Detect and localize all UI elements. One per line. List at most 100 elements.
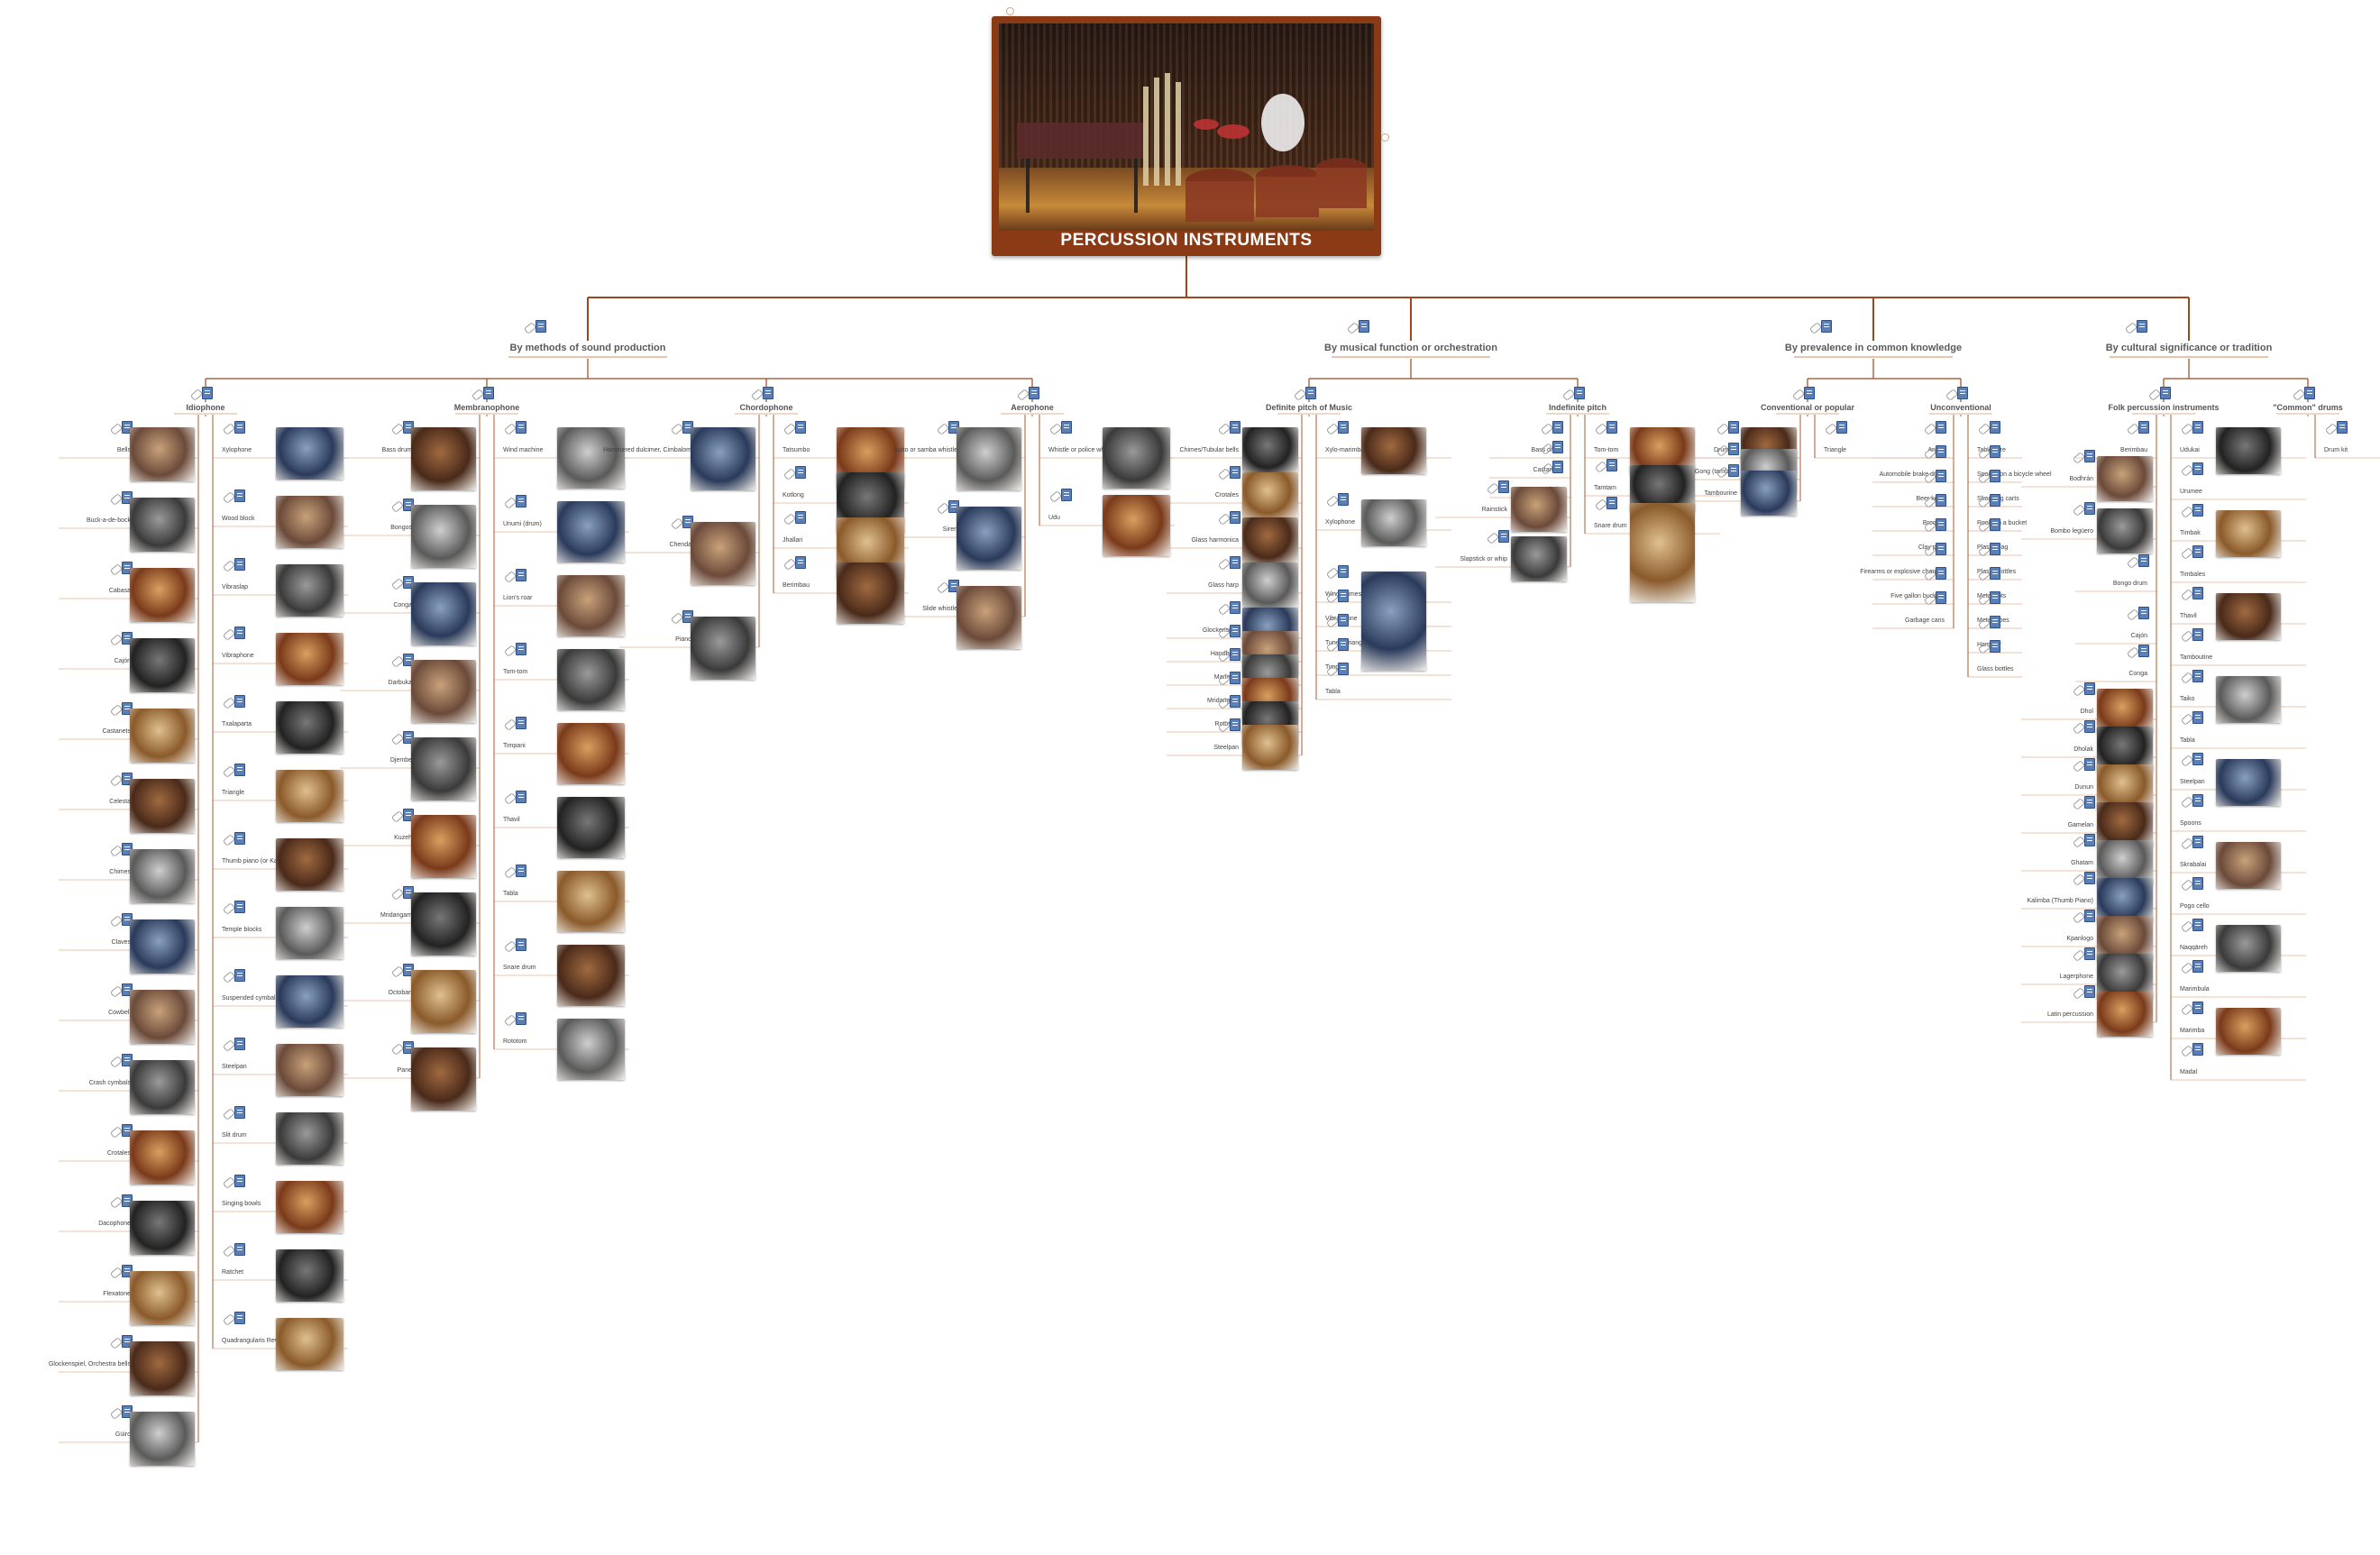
leaf-0-0-R-1[interactable]: Wood block [222, 516, 255, 522]
leaf-0-0-R-8[interactable]: Suspended cymbal [222, 995, 276, 1002]
leaf-0-0-R-2-note-icon[interactable] [234, 558, 245, 571]
leaf-1-1-L-0[interactable]: Bass drum [1531, 447, 1561, 453]
leaf-1-0-R-6-note-icon[interactable] [1338, 663, 1349, 675]
leaf-0-2-R-2-note-icon[interactable] [795, 511, 806, 524]
leaf-0-3-L-1[interactable]: Siren [942, 526, 957, 533]
leaf-1-1-L-3[interactable]: Rainstick [1481, 507, 1507, 513]
leaf-3-0-L-9-note-icon[interactable] [2084, 796, 2095, 809]
category-1-note-icon[interactable] [1359, 320, 1369, 333]
leaf-2-0-L-1-note-icon[interactable] [1728, 443, 1739, 455]
leaf-3-0-R-9-note-icon[interactable] [2192, 794, 2203, 807]
root-node[interactable]: PERCUSSION INSTRUMENTS [992, 16, 1381, 256]
leaf-3-0-L-4-note-icon[interactable] [2138, 607, 2149, 619]
leaf-2-1-R-6-note-icon[interactable] [1990, 567, 2000, 580]
leaf-1-0-L-5-note-icon[interactable] [1230, 625, 1240, 637]
leaf-2-1-L-4-note-icon[interactable] [1936, 518, 1946, 531]
leaf-2-1-L-2[interactable]: Beer kegs [1916, 496, 1945, 502]
subcategory-1-0[interactable]: Definite pitch of Music [1265, 403, 1353, 412]
leaf-2-1-L-5[interactable]: Firearms or explosive charges [1860, 569, 1945, 575]
subcategory-1-1-note-icon[interactable] [1574, 387, 1585, 399]
leaf-2-1-L-5-note-icon[interactable] [1936, 543, 1946, 555]
leaf-2-1-L-7-note-icon[interactable] [1936, 591, 1946, 604]
leaf-0-1-L-7[interactable]: Octoban [388, 990, 412, 996]
leaf-0-0-L-7[interactable]: Claves [111, 939, 131, 946]
leaf-0-0-R-6-note-icon[interactable] [234, 832, 245, 845]
leaf-0-0-R-11-note-icon[interactable] [234, 1175, 245, 1187]
leaf-1-0-L-1[interactable]: Crotales [1214, 492, 1239, 499]
leaf-0-1-L-6[interactable]: Mridangam [380, 912, 412, 919]
leaf-3-0-L-12[interactable]: Kpanlogo [2066, 936, 2093, 942]
category-label-0[interactable]: By methods of sound production [509, 343, 666, 353]
leaf-3-0-R-5-note-icon[interactable] [2192, 628, 2203, 641]
leaf-3-0-L-10[interactable]: Ghatam [2071, 860, 2093, 866]
leaf-3-0-L-6-note-icon[interactable] [2084, 682, 2095, 695]
leaf-0-2-R-1[interactable]: Kotlong [783, 492, 804, 499]
leaf-1-0-L-7-note-icon[interactable] [1230, 672, 1240, 684]
leaf-1-1-L-0-note-icon[interactable] [1552, 421, 1563, 434]
leaf-0-2-R-3[interactable]: Berimbau [783, 582, 810, 589]
leaf-1-1-L-2-note-icon[interactable] [1552, 461, 1563, 473]
leaf-2-1-L-4[interactable]: Clay pots [1918, 544, 1945, 551]
leaf-0-1-R-3[interactable]: Tom-tom [503, 669, 528, 675]
leaf-1-0-L-9[interactable]: Steelpan [1213, 745, 1239, 751]
leaf-0-0-L-1[interactable]: Buck-a-de-bock [86, 517, 131, 524]
category-0-note-icon[interactable] [536, 320, 546, 333]
leaf-2-1-R-7-note-icon[interactable] [1990, 591, 2000, 604]
leaf-0-1-R-5[interactable]: Thavil [503, 817, 520, 823]
subcategory-3-1[interactable]: "Common" drums [2273, 403, 2343, 412]
leaf-0-1-R-4-note-icon[interactable] [516, 717, 526, 729]
category-2-note-icon[interactable] [1821, 320, 1832, 333]
leaf-1-1-R-0-note-icon[interactable] [1606, 421, 1617, 434]
leaf-1-0-R-4-note-icon[interactable] [1338, 614, 1349, 627]
leaf-1-0-L-3[interactable]: Glass harp [1208, 582, 1239, 589]
leaf-1-0-L-4-note-icon[interactable] [1230, 601, 1240, 614]
leaf-3-0-L-14-note-icon[interactable] [2084, 985, 2095, 998]
leaf-0-0-R-12[interactable]: Ratchet [222, 1269, 244, 1276]
leaf-0-0-R-4[interactable]: Txalaparta [222, 721, 252, 727]
leaf-0-2-L-1[interactable]: Chenda [669, 542, 691, 548]
leaf-3-0-L-4[interactable]: Cajón [2130, 633, 2147, 639]
leaf-3-0-R-4-note-icon[interactable] [2192, 587, 2203, 599]
leaf-3-0-L-8-note-icon[interactable] [2084, 758, 2095, 771]
subcategory-0-1[interactable]: Membranophone [453, 403, 520, 412]
leaf-3-0-L-0-note-icon[interactable] [2138, 421, 2149, 434]
leaf-2-0-L-1[interactable]: Gong (tamtam) [1694, 469, 1737, 475]
leaf-3-0-L-1[interactable]: Bodhrán [2069, 476, 2093, 482]
leaf-1-0-L-4[interactable]: Glockenspiel [1202, 627, 1239, 634]
leaf-2-0-L-0[interactable]: Drum kit [1713, 447, 1737, 453]
leaf-0-0-L-13[interactable]: Glockenspiel, Orchestra bells [48, 1361, 131, 1367]
leaf-0-0-L-8[interactable]: Cowbell [108, 1010, 131, 1016]
leaf-0-0-L-9[interactable]: Crash cymbals [88, 1080, 131, 1086]
leaf-1-1-L-3-note-icon[interactable] [1498, 480, 1509, 493]
leaf-2-1-R-4-note-icon[interactable] [1990, 518, 2000, 531]
leaf-0-0-L-10[interactable]: Crotales [106, 1150, 131, 1157]
leaf-0-1-R-1[interactable]: Unumi (drum) [503, 521, 542, 527]
leaf-2-0-L-2[interactable]: Tambourine [1704, 490, 1737, 497]
leaf-0-0-R-3[interactable]: Vibraphone [222, 653, 254, 659]
leaf-0-1-R-1-note-icon[interactable] [516, 495, 526, 508]
leaf-3-0-R-3-note-icon[interactable] [2192, 545, 2203, 558]
leaf-3-0-R-15-note-icon[interactable] [2192, 1043, 2203, 1056]
leaf-1-0-L-3-note-icon[interactable] [1230, 556, 1240, 569]
subcategory-0-2[interactable]: Chordophone [739, 403, 793, 412]
leaf-3-0-R-3[interactable]: Timbales [2180, 572, 2206, 578]
leaf-3-0-R-10[interactable]: Skrabalai [2180, 862, 2207, 868]
leaf-0-0-R-10[interactable]: Slit drum [222, 1132, 247, 1139]
leaf-2-1-R-9[interactable]: Glass bottles [1977, 666, 2014, 672]
leaf-2-1-R-2-note-icon[interactable] [1990, 470, 2000, 482]
leaf-3-0-L-3-note-icon[interactable] [2138, 554, 2149, 567]
leaf-1-0-L-2[interactable]: Glass harmonica [1191, 537, 1239, 544]
leaf-3-0-L-2-note-icon[interactable] [2084, 502, 2095, 515]
leaf-0-0-R-10-note-icon[interactable] [234, 1106, 245, 1119]
leaf-0-0-L-5[interactable]: Celesta [109, 799, 131, 805]
leaf-0-2-L-0[interactable]: Hammered dulcimer, Cimbalom [602, 447, 691, 453]
leaf-0-1-R-0[interactable]: Wind machine [503, 447, 544, 453]
leaf-3-0-R-5[interactable]: Tamboutine [2180, 654, 2213, 661]
leaf-0-1-L-3[interactable]: Darbuka [388, 680, 412, 686]
leaf-0-2-R-0-note-icon[interactable] [795, 421, 806, 434]
leaf-0-2-L-2[interactable]: Piano [675, 636, 691, 643]
leaf-3-0-L-0[interactable]: Berimbau [2120, 447, 2147, 453]
leaf-0-0-L-0[interactable]: Bells [116, 447, 131, 453]
leaf-1-0-L-9-note-icon[interactable] [1230, 718, 1240, 731]
leaf-0-1-R-7-note-icon[interactable] [516, 938, 526, 951]
